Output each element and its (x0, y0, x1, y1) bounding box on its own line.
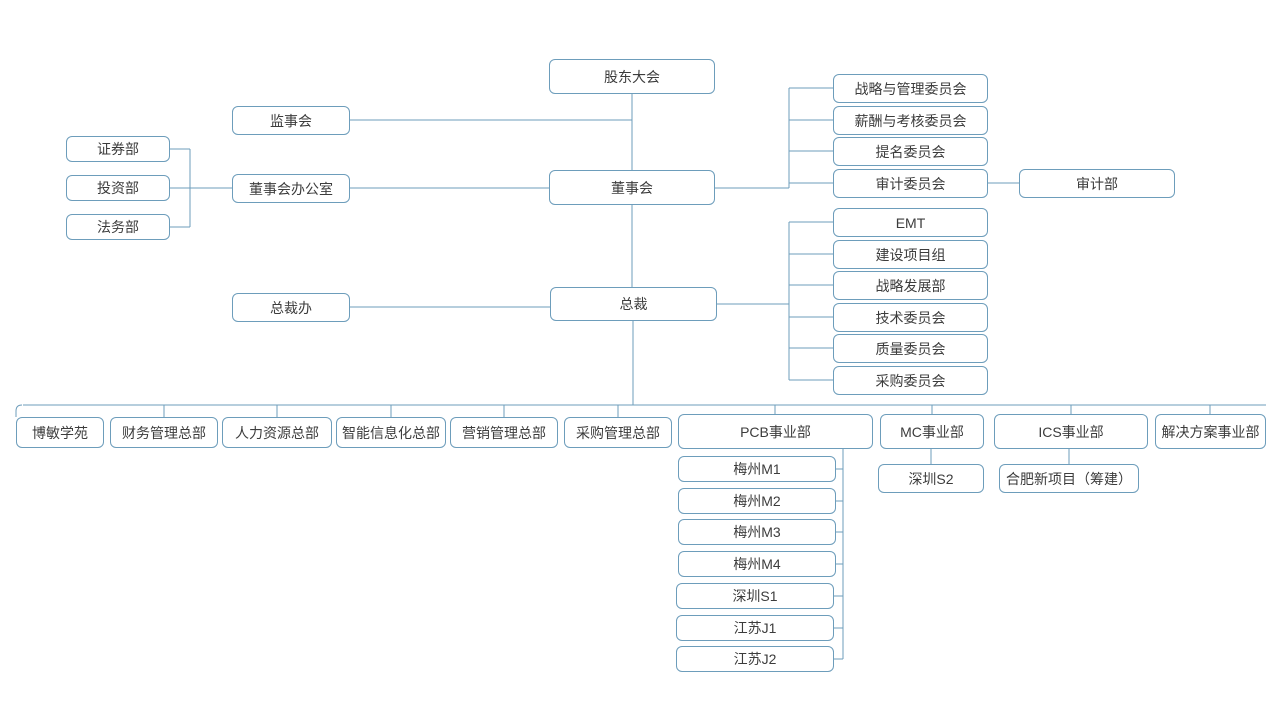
node-board-office-child[interactable]: 证券部 (66, 136, 170, 162)
node-president-committee[interactable]: EMT (833, 208, 988, 237)
node-president-committee[interactable]: 建设项目组 (833, 240, 988, 269)
node-mc-site[interactable]: 深圳S2 (878, 464, 984, 493)
node-audit-department[interactable]: 审计部 (1019, 169, 1175, 198)
node-board-of-directors[interactable]: 董事会 (549, 170, 715, 205)
node-board-office-child[interactable]: 法务部 (66, 214, 170, 240)
node-division[interactable]: 智能信息化总部 (336, 417, 446, 448)
node-pcb-site[interactable]: 深圳S1 (676, 583, 834, 609)
node-president-office[interactable]: 总裁办 (232, 293, 350, 322)
node-division[interactable]: ICS事业部 (994, 414, 1148, 449)
node-president-committee[interactable]: 技术委员会 (833, 303, 988, 332)
node-president-committee[interactable]: 采购委员会 (833, 366, 988, 395)
node-division[interactable]: PCB事业部 (678, 414, 873, 449)
node-board-office-child[interactable]: 投资部 (66, 175, 170, 201)
node-pcb-site[interactable]: 梅州M4 (678, 551, 836, 577)
node-division[interactable]: 营销管理总部 (450, 417, 558, 448)
node-ics-site[interactable]: 合肥新项目（筹建） (999, 464, 1139, 493)
node-board-office[interactable]: 董事会办公室 (232, 174, 350, 203)
node-division[interactable]: 人力资源总部 (222, 417, 332, 448)
node-board-committee[interactable]: 提名委员会 (833, 137, 988, 166)
node-president-committee[interactable]: 战略发展部 (833, 271, 988, 300)
node-shareholders-meeting[interactable]: 股东大会 (549, 59, 715, 94)
node-pcb-site[interactable]: 江苏J2 (676, 646, 834, 672)
node-pcb-site[interactable]: 梅州M3 (678, 519, 836, 545)
node-division[interactable]: 财务管理总部 (110, 417, 218, 448)
node-pcb-site[interactable]: 江苏J1 (676, 615, 834, 641)
node-division[interactable]: 采购管理总部 (564, 417, 672, 448)
node-division[interactable]: 解决方案事业部 (1155, 414, 1266, 449)
node-supervisory-board[interactable]: 监事会 (232, 106, 350, 135)
node-president[interactable]: 总裁 (550, 287, 717, 321)
node-board-committee[interactable]: 审计委员会 (833, 169, 988, 198)
node-board-committee[interactable]: 薪酬与考核委员会 (833, 106, 988, 135)
node-pcb-site[interactable]: 梅州M1 (678, 456, 836, 482)
node-president-committee[interactable]: 质量委员会 (833, 334, 988, 363)
node-division[interactable]: MC事业部 (880, 414, 984, 449)
node-board-committee[interactable]: 战略与管理委员会 (833, 74, 988, 103)
node-division[interactable]: 博敏学苑 (16, 417, 104, 448)
node-pcb-site[interactable]: 梅州M2 (678, 488, 836, 514)
